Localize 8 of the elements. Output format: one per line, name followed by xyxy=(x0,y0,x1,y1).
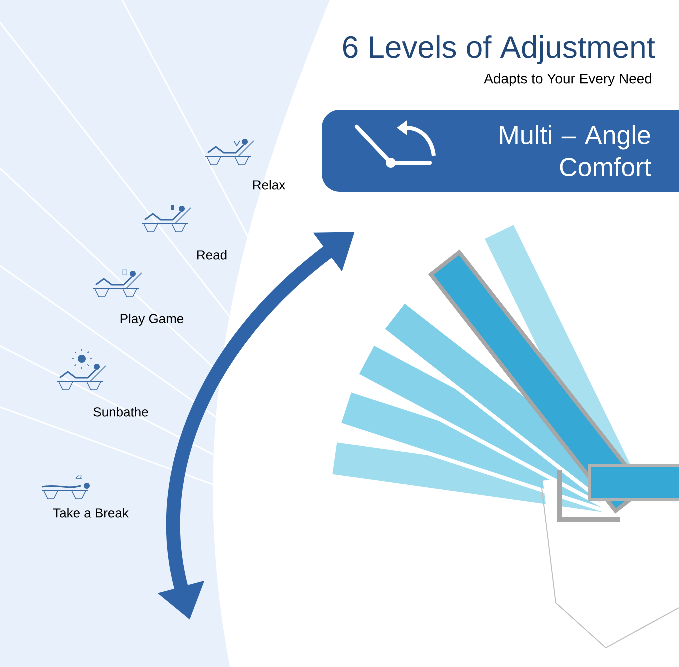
activity-label: Sunbathe xyxy=(94,407,148,417)
activity-label: Take a Break xyxy=(53,508,129,518)
activity-label: Relax xyxy=(253,180,286,190)
banner: Multi – Angle Comfort xyxy=(322,110,679,192)
title: 6 Levels of Adjustment xyxy=(343,36,656,64)
activity-label: Play Game xyxy=(120,314,184,326)
subtitle: Adapts to Your Every Need xyxy=(484,73,652,87)
activity-label: Read xyxy=(198,250,227,260)
